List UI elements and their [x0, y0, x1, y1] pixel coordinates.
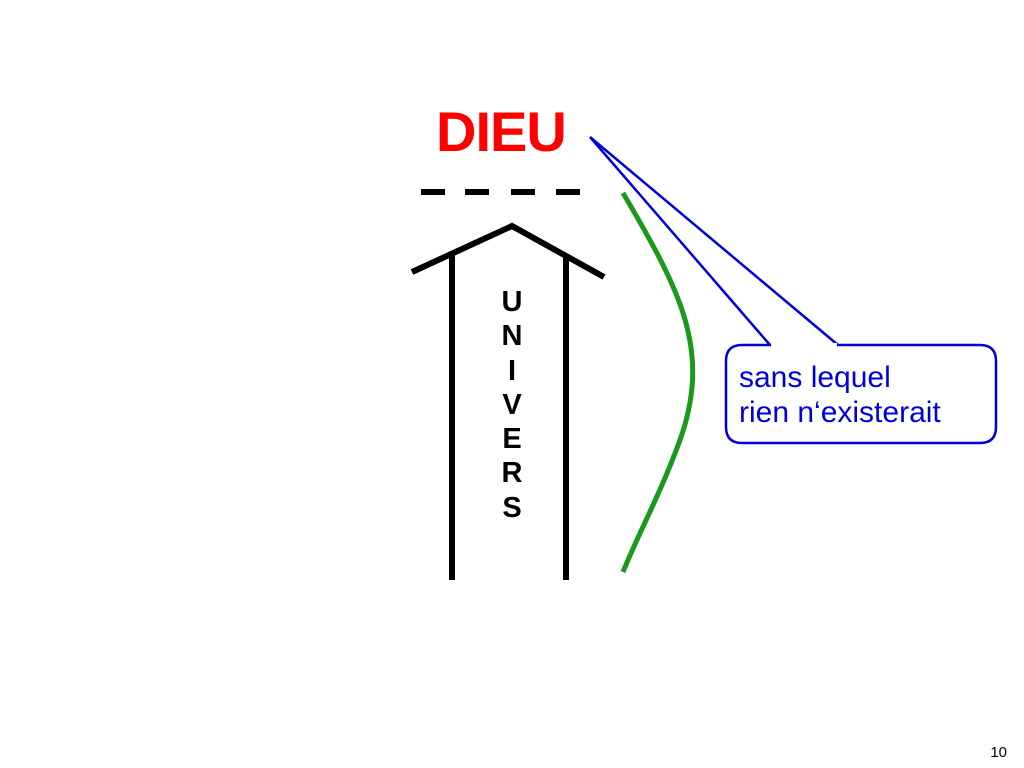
callout-pointer [589, 136, 839, 346]
callout-text: sans lequel rien n‘existerait [739, 360, 941, 430]
page-number: 10 [990, 744, 1007, 761]
green-curve [620, 191, 696, 573]
arrow-label-univers: U N I V E R S [492, 285, 532, 525]
arrow-head [410, 222, 606, 280]
arrow-label-letter: E [502, 423, 522, 456]
callout-pointer-line [589, 136, 839, 346]
callout-line: rien n‘existerait [739, 396, 941, 429]
arrow-label-letter: S [502, 491, 522, 524]
callout-pointer-line [589, 136, 771, 346]
slide-title: DIEU [436, 100, 567, 163]
arrow-label-letter: R [501, 457, 523, 490]
callout-line: sans lequel [739, 361, 891, 394]
arrow-label-letter: U [501, 286, 523, 318]
arrow-label-letter: I [507, 354, 517, 387]
upward-arrow [410, 222, 606, 580]
arrow-label-letter: V [502, 388, 522, 421]
callout-box [724, 343, 998, 445]
arrow-label-letter: N [501, 320, 523, 353]
